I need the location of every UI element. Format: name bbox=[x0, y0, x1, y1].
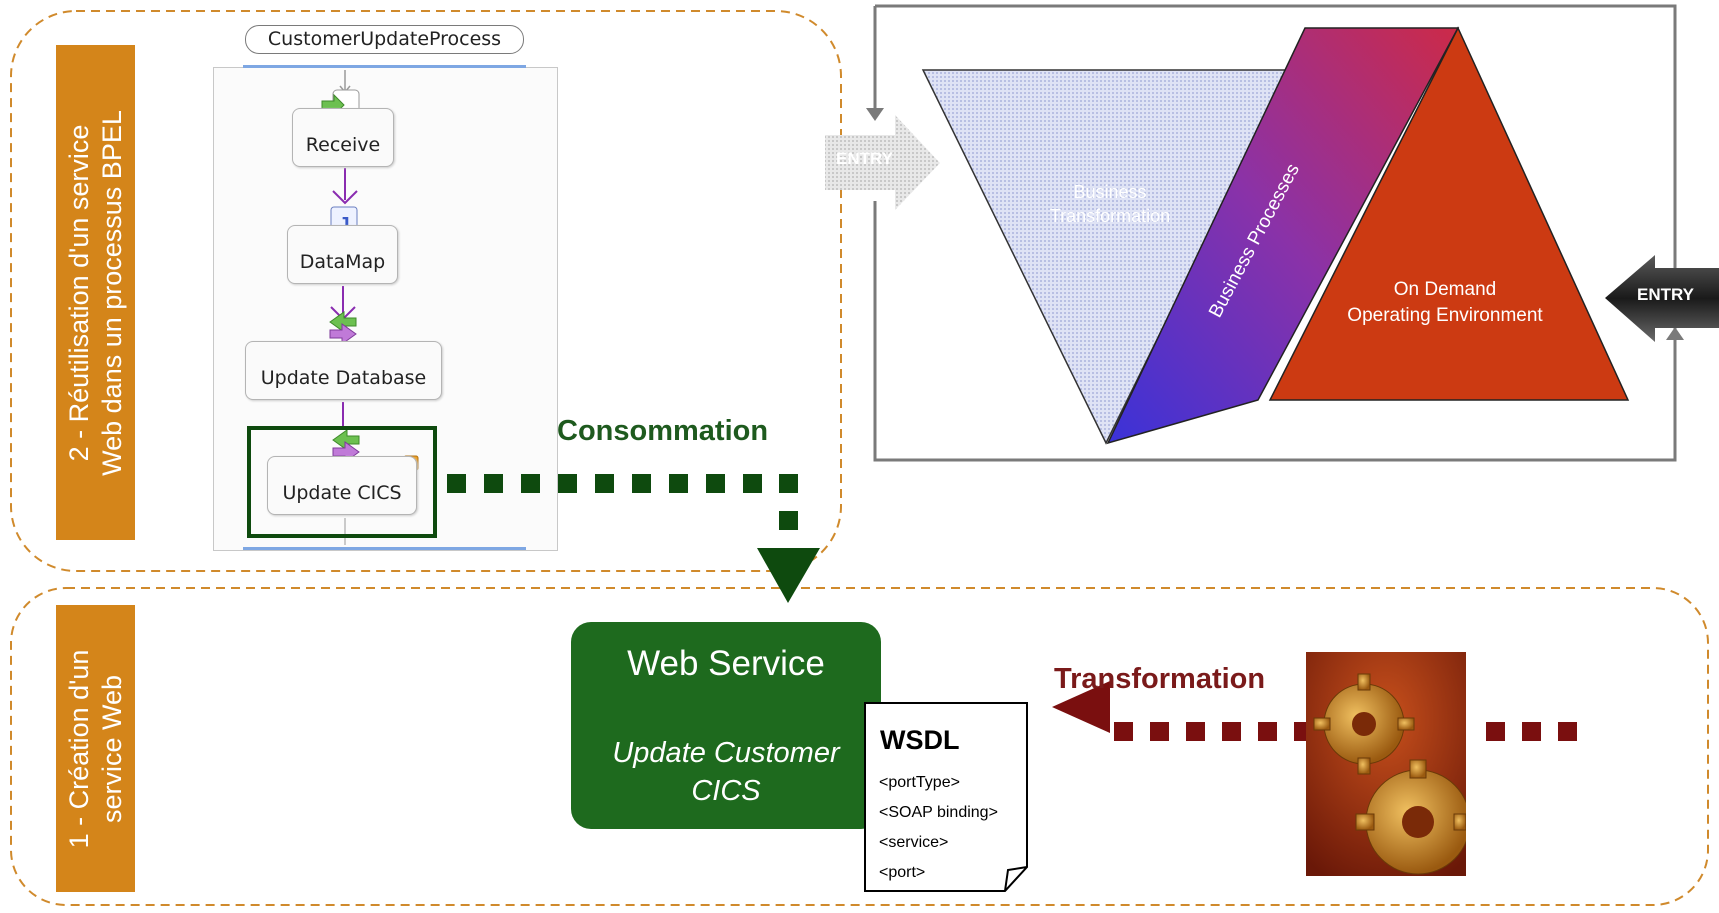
on-demand-line-1: On Demand bbox=[1393, 279, 1497, 300]
business-transformation-label: Business Transformation bbox=[1020, 180, 1200, 228]
wsdl-line-service: <service> bbox=[879, 834, 949, 851]
web-service-title: Web Service bbox=[627, 644, 825, 683]
wsdl-title: WSDL bbox=[880, 725, 960, 755]
wsdl-line-port: <port> bbox=[879, 864, 926, 881]
entry-label-left: ENTRY bbox=[836, 149, 893, 168]
update-database-node[interactable]: Update Database bbox=[245, 341, 442, 400]
business-processes-band bbox=[1106, 27, 1460, 445]
bpel-process-name[interactable]: CustomerUpdateProcess bbox=[245, 25, 524, 54]
web-service-subtitle-line-2: CICS bbox=[691, 775, 761, 807]
bpel-panel-top-bar bbox=[243, 65, 526, 68]
bpel-section-tab: 2 - Réutilisation d'un service Web dans … bbox=[56, 45, 135, 540]
update-cics-node[interactable]: Update CICS bbox=[267, 456, 417, 515]
on-demand-triangle bbox=[1268, 26, 1630, 401]
wsdl-line-soap-binding: <SOAP binding> bbox=[879, 804, 998, 821]
receive-node[interactable]: Receive bbox=[292, 108, 394, 167]
creation-section-border bbox=[10, 587, 1709, 906]
web-service-box[interactable]: Web Service Update Customer CICS bbox=[571, 622, 881, 829]
transformation-label: Transformation bbox=[1054, 663, 1266, 695]
web-service-subtitle-line-1: Update Customer bbox=[612, 737, 840, 769]
creation-section-tab: 1 - Création d'un service Web bbox=[56, 605, 135, 892]
business-transformation-line-2: Transformation bbox=[1049, 206, 1171, 226]
wsdl-lines: <portType> <SOAP binding> <service> <por… bbox=[879, 768, 998, 888]
wsdl-line-porttype: <portType> bbox=[879, 774, 960, 791]
on-demand-line-2: Operating Environment bbox=[1347, 305, 1543, 326]
on-demand-label: On Demand Operating Environment bbox=[1315, 277, 1575, 329]
business-transformation-line-1: Business bbox=[1073, 182, 1147, 202]
datamap-node[interactable]: DataMap bbox=[287, 225, 398, 284]
bpel-section-border bbox=[10, 10, 842, 572]
update-cics-highlight bbox=[247, 426, 437, 538]
web-service-subtitle: Update Customer CICS bbox=[571, 734, 881, 810]
bpel-panel-bottom-bar bbox=[243, 547, 526, 550]
gears-image bbox=[1306, 652, 1466, 876]
entry-label-right: ENTRY bbox=[1637, 285, 1694, 304]
entry-arrow-right bbox=[1605, 255, 1719, 342]
entry-arrow-left bbox=[825, 115, 940, 210]
consommation-label: Consommation bbox=[557, 415, 769, 447]
